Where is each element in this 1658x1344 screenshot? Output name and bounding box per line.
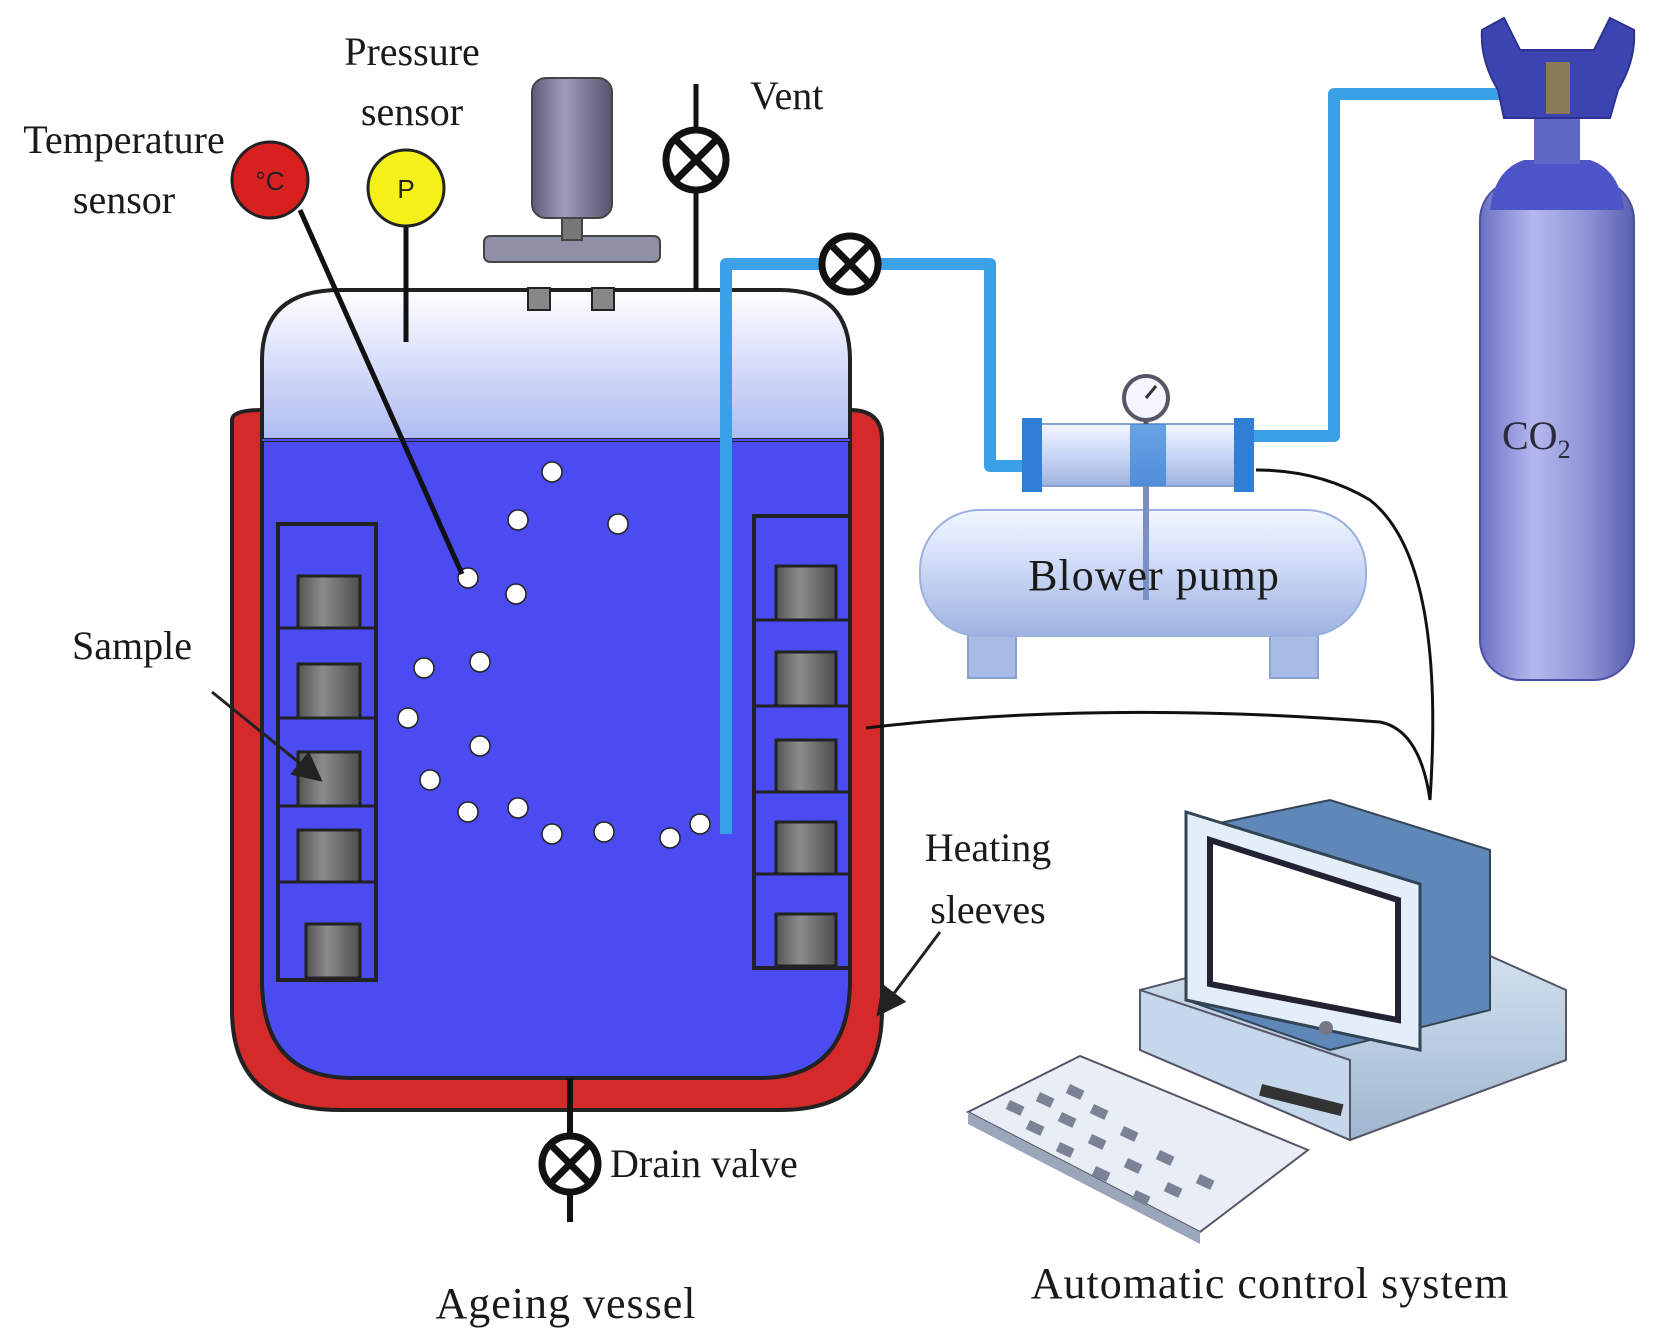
sample-block <box>774 650 838 708</box>
control-computer <box>865 468 1567 1244</box>
sample-block <box>296 574 362 630</box>
blower-pump <box>919 374 1367 679</box>
sample-block <box>774 738 838 794</box>
vent-label: Vent <box>750 73 824 118</box>
sample-block <box>304 922 362 980</box>
co2-label-main: CO <box>1502 413 1558 458</box>
temperature-sensor-label-line1: Temperature <box>23 117 225 162</box>
heating-sleeves-label: Heating sleeves <box>925 826 1052 932</box>
sample-block <box>296 828 362 884</box>
sample-rack-left <box>276 522 378 982</box>
blower-pump-label: Blower pump <box>1028 551 1280 600</box>
sample-rack-right <box>752 514 852 970</box>
pressure-gauge: P <box>366 148 446 228</box>
automatic-control-system-label: Automatic control system <box>1030 1259 1510 1308</box>
vessel-liquid <box>260 428 852 1080</box>
temperature-sensor-label-line2: sensor <box>72 177 176 222</box>
gas-bubbles <box>397 461 711 849</box>
vent-valve[interactable] <box>662 126 730 194</box>
agitator-motor <box>483 77 661 311</box>
ageing-vessel-label: Ageing vessel <box>435 1279 697 1328</box>
co2-label-subscript: 2 <box>1557 435 1571 464</box>
drain-valve-label: Drain valve <box>610 1141 798 1186</box>
inlet-valve[interactable] <box>818 232 882 296</box>
co2-pipeline <box>720 88 1556 834</box>
pressure-gauge-symbol: P <box>397 174 414 204</box>
temperature-gauge-symbol: °C <box>255 166 284 196</box>
heating-sleeves-label-line1: Heating <box>924 825 1052 870</box>
pressure-sensor-label-line2: sensor <box>360 89 464 134</box>
vessel-headspace <box>260 288 852 442</box>
sample-block <box>774 564 838 622</box>
pressure-sensor-label: Pressure sensor <box>344 30 480 134</box>
sample-label: Sample <box>72 623 192 668</box>
sample-pointer-arrow <box>211 690 323 782</box>
temperature-sensor-label: Temperature sensor <box>23 118 225 222</box>
sample-block <box>774 912 838 968</box>
ageing-vessel <box>230 77 884 1222</box>
heating-sleeve-pointer-arrow <box>876 931 942 1017</box>
pressure-sensor-label-line1: Pressure <box>344 29 480 74</box>
co2-cylinder <box>1479 16 1636 681</box>
heating-sleeves-label-line2: sleeves <box>930 887 1046 932</box>
sample-block <box>774 820 838 876</box>
drain-valve[interactable] <box>538 1132 602 1196</box>
sample-block <box>296 662 362 720</box>
temperature-gauge: °C <box>230 140 310 220</box>
co2-label: CO2 <box>1502 414 1571 472</box>
